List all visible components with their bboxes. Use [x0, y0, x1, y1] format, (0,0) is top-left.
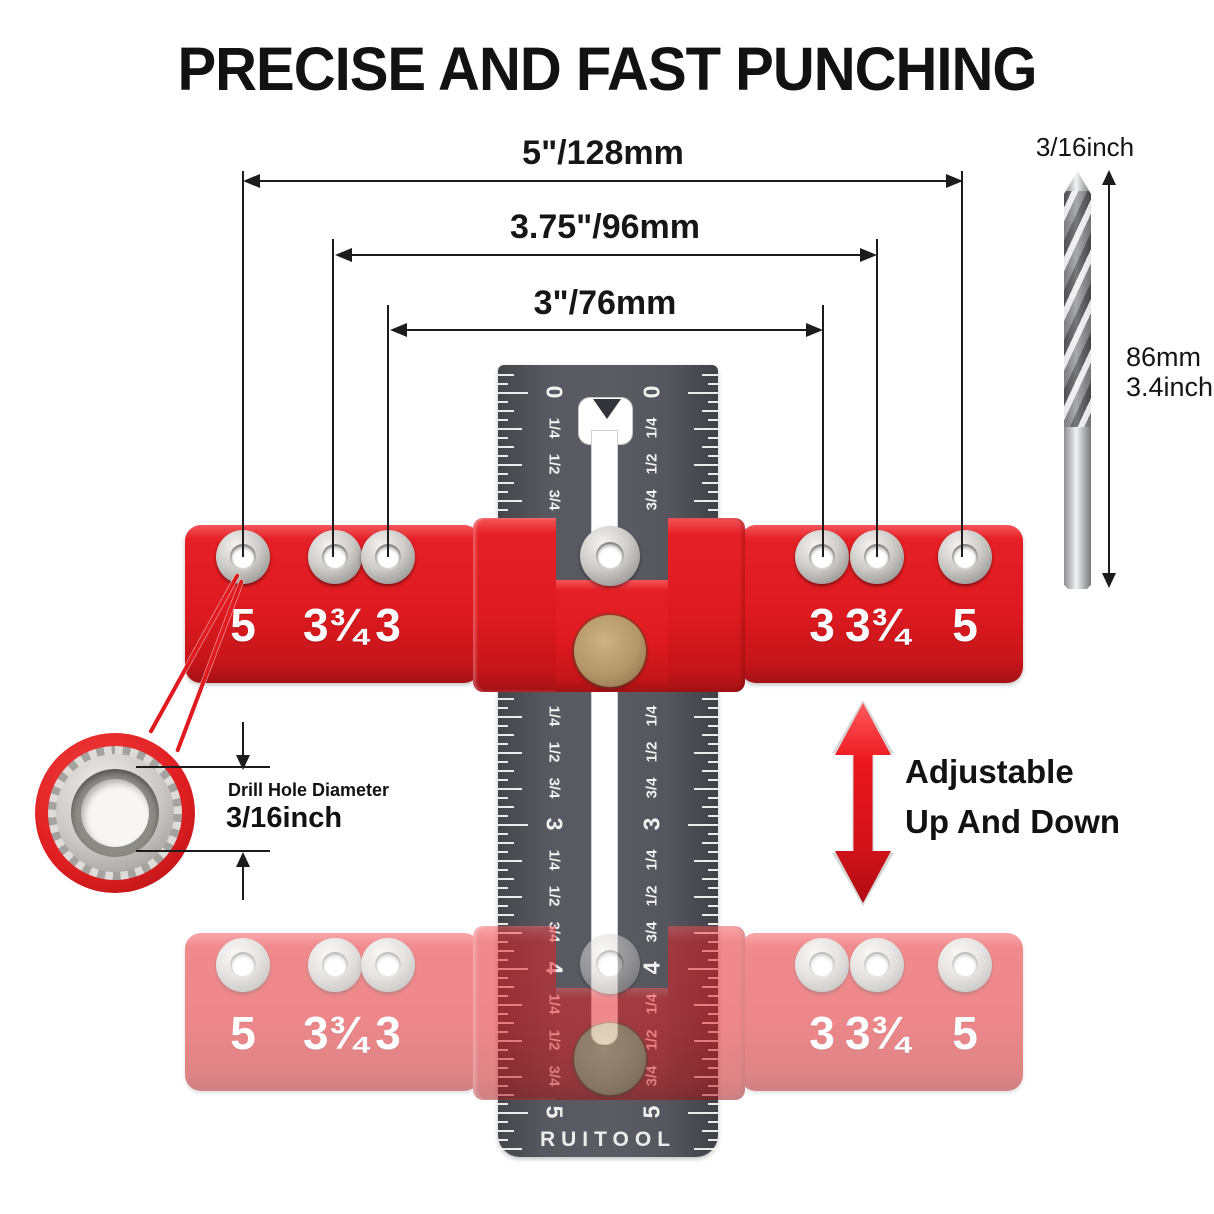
diameter-line — [136, 766, 270, 768]
arrow-right-icon — [806, 323, 823, 337]
diameter-arrow — [242, 722, 244, 757]
hole-bushing — [850, 938, 904, 992]
hole-bore — [952, 544, 978, 570]
hole-bushing — [938, 530, 992, 584]
drill-bit — [1064, 171, 1091, 589]
arrow-right-icon — [860, 248, 877, 262]
hole-bore — [952, 952, 978, 978]
drill-bit-diameter-label: 3/16inch — [1035, 132, 1135, 162]
hole-size-label: 5 — [952, 1007, 978, 1059]
magnified-bushing — [35, 733, 195, 893]
hole-bushing — [216, 530, 270, 584]
hole-bushing — [361, 938, 415, 992]
hole-bushing — [308, 938, 362, 992]
drill-bit-flutes — [1064, 191, 1091, 427]
hole-bushing — [308, 530, 362, 584]
hole-bore — [230, 544, 256, 570]
hole-bore — [322, 952, 348, 978]
hole-size-label: 3 — [809, 1007, 835, 1059]
drill-hole-size-label: 3/16inch — [226, 802, 343, 834]
arrow-left-icon — [243, 174, 260, 188]
brand-label: RUITOOL — [539, 1128, 677, 1151]
arrow-left-icon — [335, 248, 352, 262]
arrow-right-icon — [946, 174, 963, 188]
left-wing — [185, 525, 480, 683]
hole-size-label: 3 — [375, 599, 401, 651]
hole-bore — [375, 544, 401, 570]
adjustable-label: Adjustable — [905, 753, 1074, 790]
hole-bore — [230, 952, 256, 978]
page-title: PRECISE AND FAST PUNCHING — [177, 35, 1037, 104]
dimension-label: 5"/128mm — [522, 134, 684, 172]
extension-line — [332, 239, 334, 557]
hole-size-label: 3 — [809, 599, 835, 651]
hole-bore — [375, 952, 401, 978]
arrow-up-icon — [1102, 170, 1116, 185]
ghost-right-wing — [740, 933, 1023, 1091]
hole-bushing — [795, 530, 849, 584]
drill-bit-length-inch: 3.4inch — [1126, 372, 1214, 402]
drill-bit-length-mm: 86mm — [1126, 342, 1202, 372]
hole-bushing — [795, 938, 849, 992]
bushing-bore — [81, 779, 149, 847]
hole-size-label: 3 — [375, 1007, 401, 1059]
drill-hole-diameter-label: Drill Hole Diameter — [228, 780, 390, 800]
adjustable-label: Up And Down — [905, 803, 1121, 840]
ruler-slot — [591, 430, 618, 1045]
hole-bushing — [850, 530, 904, 584]
dimension-arrow — [403, 329, 810, 331]
dimension-arrow — [256, 180, 948, 182]
dimension-label: 3"/76mm — [533, 284, 677, 322]
hole-bore — [864, 544, 890, 570]
length-arrow — [1108, 183, 1110, 575]
ghost-left-wing — [185, 933, 480, 1091]
hole-bushing — [361, 530, 415, 584]
up-down-arrow-icon — [835, 703, 891, 903]
hole-size-label: 5 — [952, 599, 978, 651]
hole-size-label: 5 — [230, 1007, 256, 1059]
extension-line — [387, 305, 389, 557]
hole-bore — [864, 952, 890, 978]
hole-bore — [322, 544, 348, 570]
arrow-up-icon — [236, 852, 250, 867]
right-wing — [740, 525, 1023, 683]
dimension-arrow — [348, 254, 864, 256]
hole-size-label: 3¾ — [303, 1007, 367, 1059]
hole-size-label: 3¾ — [303, 599, 367, 651]
ruler-slot-notch-icon — [593, 399, 621, 419]
hole-bushing — [938, 938, 992, 992]
extension-line — [822, 305, 824, 557]
hole-size-label: 3¾ — [845, 1007, 909, 1059]
extension-line — [242, 171, 244, 557]
hole-size-label: 3¾ — [845, 599, 909, 651]
hole-bushing — [216, 938, 270, 992]
diameter-line — [136, 850, 270, 852]
extension-line — [876, 239, 878, 557]
dimension-label: 3.75"/96mm — [509, 208, 701, 246]
diameter-arrow — [242, 867, 244, 900]
arrow-down-icon — [1102, 573, 1116, 588]
extension-line — [961, 171, 963, 557]
hole-bore — [809, 952, 835, 978]
arrow-left-icon — [390, 323, 407, 337]
hole-bore — [809, 544, 835, 570]
